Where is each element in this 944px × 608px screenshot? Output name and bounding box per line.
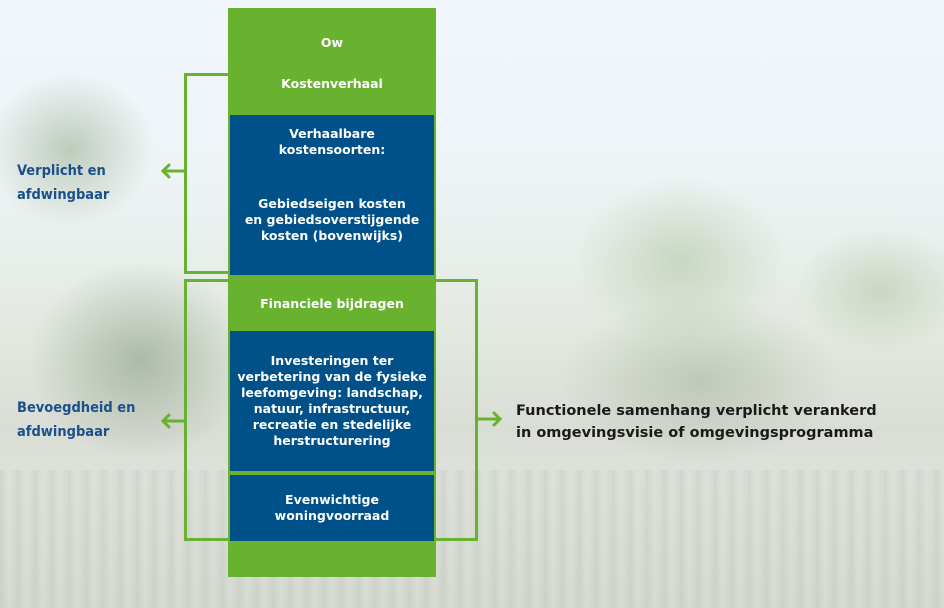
housing-line: Evenwichtige <box>285 492 379 507</box>
financiele-bijdragen-title: Financiele bijdragen <box>260 295 404 311</box>
investment-line: leefomgeving: landschap, <box>241 385 423 400</box>
investment-line: verbetering van de fysieke <box>237 369 427 384</box>
financiele-bijdragen-header: Financiele bijdragen <box>228 275 436 331</box>
arrow-left-bottom-icon <box>160 413 187 429</box>
label-functionele-samenhang: Functionele samenhang verplicht veranker… <box>516 400 877 444</box>
investment-line: recreatie en stedelijke <box>252 417 412 432</box>
investment-line: natuur, infrastructuur, <box>253 401 411 416</box>
investment-line: herstructurering <box>273 433 391 448</box>
label-verplicht-afdwingbaar: Verplicht en afdwingbaar <box>17 159 109 207</box>
bracket-financiele-bijdragen-right <box>430 279 478 541</box>
column-footer <box>228 541 436 577</box>
arrow-left-top-icon <box>160 163 187 179</box>
cost-heading: Verhaalbare kostensoorten: <box>278 126 386 157</box>
bracket-kostenverhaal <box>184 73 234 274</box>
housing-line: woningvoorraad <box>274 508 390 523</box>
investment-line: Investeringen ter <box>270 353 394 368</box>
cost-body-line: Gebiedseigen kosten <box>258 196 406 211</box>
label-line: Bevoegdheid en <box>17 400 136 416</box>
label-bevoegdheid-afdwingbaar: Bevoegdheid en afdwingbaar <box>17 396 135 444</box>
label-line: Verplicht en <box>17 163 106 179</box>
bracket-financiele-bijdragen-left <box>184 279 234 541</box>
label-line: afdwingbaar <box>17 187 110 203</box>
kostenverhaal-header: Ow Kostenverhaal <box>228 8 436 115</box>
label-line: in omgevingsvisie of omgevingsprogramma <box>516 425 874 441</box>
investeringen-box: Investeringen ter verbetering van de fys… <box>228 331 436 471</box>
arrow-right-icon <box>475 411 503 427</box>
kostenverhaal-title: Kostenverhaal <box>281 76 383 91</box>
woningvoorraad-box: Evenwichtige woningvoorraad <box>228 475 436 541</box>
ow-title: Ow <box>320 35 344 50</box>
divider <box>228 471 436 475</box>
verhaalbare-kosten-box: Verhaalbare kostensoorten: Gebiedseigen … <box>228 115 436 275</box>
label-line: Functionele samenhang verplicht veranker… <box>516 403 877 419</box>
label-line: afdwingbaar <box>17 424 110 440</box>
cost-body-line: en gebiedsoverstijgende <box>244 212 420 227</box>
cost-body-line: kosten (bovenwijks) <box>260 228 404 243</box>
ow-column: Ow Kostenverhaal Verhaalbare kostensoort… <box>228 8 436 577</box>
